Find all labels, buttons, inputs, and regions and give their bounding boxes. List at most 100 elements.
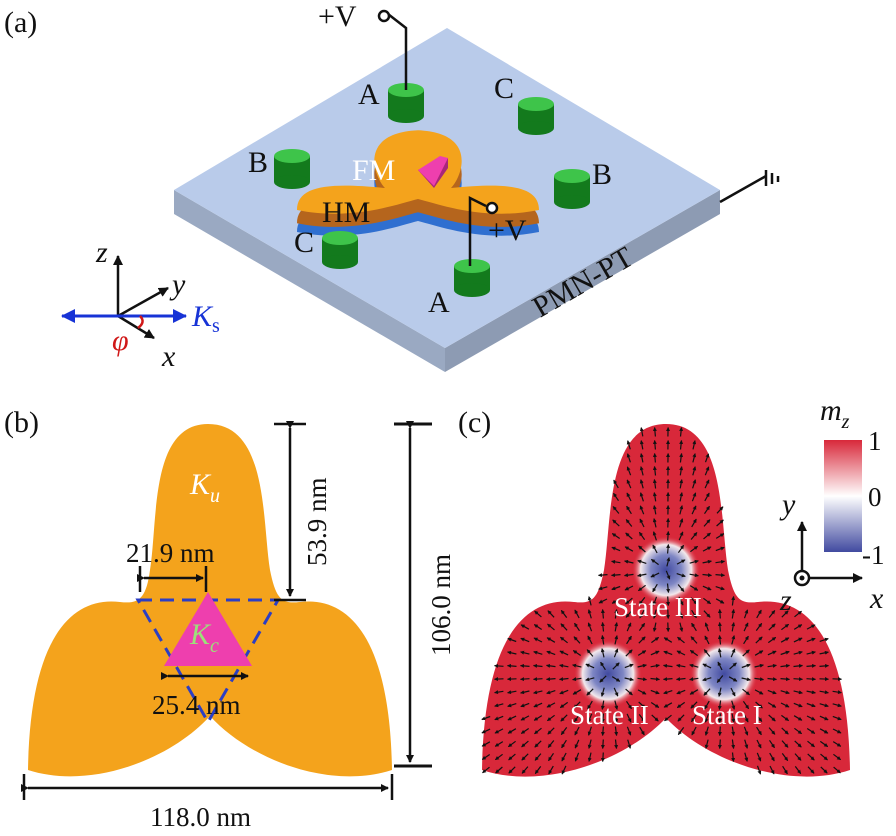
spin-arrow [494, 703, 504, 708]
spin-arrow [756, 609, 762, 619]
spin-arrow [533, 690, 543, 695]
spin-arrow [819, 703, 829, 708]
spin-arrow [754, 689, 764, 695]
spin-arrow [743, 609, 749, 619]
spin-arrow [794, 766, 802, 774]
spin-arrow [572, 650, 582, 656]
spin-arrow [742, 700, 750, 710]
spin-arrow [794, 740, 802, 748]
spin-arrow [614, 700, 619, 710]
spin-arrow [819, 740, 829, 748]
spin-arrow [573, 636, 581, 644]
spin-arrow [754, 663, 764, 668]
spin-arrow [533, 650, 543, 655]
spin-arrow [627, 739, 632, 749]
spin-arrow [832, 703, 842, 708]
phi-arc [137, 315, 144, 329]
spin-arrow [652, 479, 657, 489]
spin-arrow [666, 596, 671, 606]
spin-arrow [743, 726, 749, 736]
spin-arrow [652, 440, 657, 450]
spin-arrow [611, 559, 621, 564]
spin-arrow [547, 623, 555, 631]
spin-arrow [717, 648, 722, 658]
spin-arrow [781, 714, 790, 722]
spin-arrow [780, 663, 790, 668]
spin-arrow [639, 453, 644, 463]
spin-arrow [691, 726, 697, 736]
spin-arrow [650, 701, 660, 709]
spin-arrow [614, 713, 619, 723]
spin-arrow [574, 726, 580, 736]
spin-arrow [638, 597, 646, 605]
substrate-left-side [174, 190, 445, 372]
spin-arrow [768, 714, 776, 722]
spin-arrow [781, 623, 789, 631]
spin-arrow [652, 609, 657, 619]
spin-arrow [637, 573, 647, 578]
spin-arrow [689, 663, 699, 668]
spin-arrow [742, 688, 750, 696]
spin-arrow [731, 609, 736, 619]
spin-arrow [611, 598, 621, 604]
spin-arrow [650, 558, 659, 566]
spin-arrow [546, 663, 556, 668]
electrode-a-top-label: A [358, 78, 380, 111]
spin-arrow [731, 739, 736, 749]
spin-arrow [767, 702, 777, 708]
axis-z-label: z [95, 236, 108, 269]
spin-arrow [731, 622, 736, 632]
spin-arrow [494, 690, 504, 695]
spin-arrow [755, 714, 763, 722]
spin-arrow [690, 532, 698, 540]
spin-arrow [534, 727, 542, 735]
spin-arrow [587, 596, 592, 606]
axes-c [793, 521, 863, 587]
spin-arrow [573, 622, 581, 632]
spin-arrow [573, 701, 581, 709]
spin-arrow [663, 702, 673, 708]
spin-arrow [639, 518, 645, 528]
spin-arrow [626, 453, 631, 463]
spin-arrow [547, 714, 555, 722]
ground-wire [719, 174, 767, 204]
spin-arrow [637, 650, 647, 656]
spin-arrow [625, 597, 633, 605]
spin-arrow [806, 702, 816, 708]
spin-arrow [626, 466, 632, 476]
spin-arrow [638, 531, 646, 541]
axes-a [61, 255, 187, 340]
electrode-c-top-label: C [494, 72, 514, 105]
spin-arrow [600, 726, 605, 736]
spin-arrow [793, 663, 803, 668]
spin-arrow [507, 715, 517, 721]
electrode-b-right [554, 169, 590, 209]
spin-arrow [806, 677, 816, 682]
spin-arrow [625, 610, 633, 618]
spin-arrow [756, 739, 762, 749]
spin-arrow [663, 663, 673, 668]
spin-arrow [585, 663, 595, 669]
spin-arrow [691, 492, 697, 502]
spin-arrow [587, 609, 592, 619]
spin-arrow [833, 753, 841, 761]
spin-arrow [676, 701, 686, 709]
spin-arrow [780, 702, 790, 708]
spin-arrow [508, 753, 516, 761]
fm-label: FM [352, 154, 395, 187]
dim-top: 53.9 nm [302, 477, 332, 566]
spin-arrow [494, 715, 504, 721]
spin-arrow [832, 690, 842, 695]
skyrmion-state-iii [632, 536, 700, 604]
heterostructure [297, 130, 539, 236]
spin-arrow [678, 596, 684, 606]
wire-top [387, 13, 408, 90]
spin-arrow [614, 622, 619, 632]
spin-arrow [613, 648, 619, 658]
spin-arrow [702, 573, 712, 578]
spin-arrow [755, 701, 763, 709]
spin-arrow [819, 728, 829, 734]
spin-arrow [716, 506, 724, 514]
spin-arrow [806, 624, 816, 630]
